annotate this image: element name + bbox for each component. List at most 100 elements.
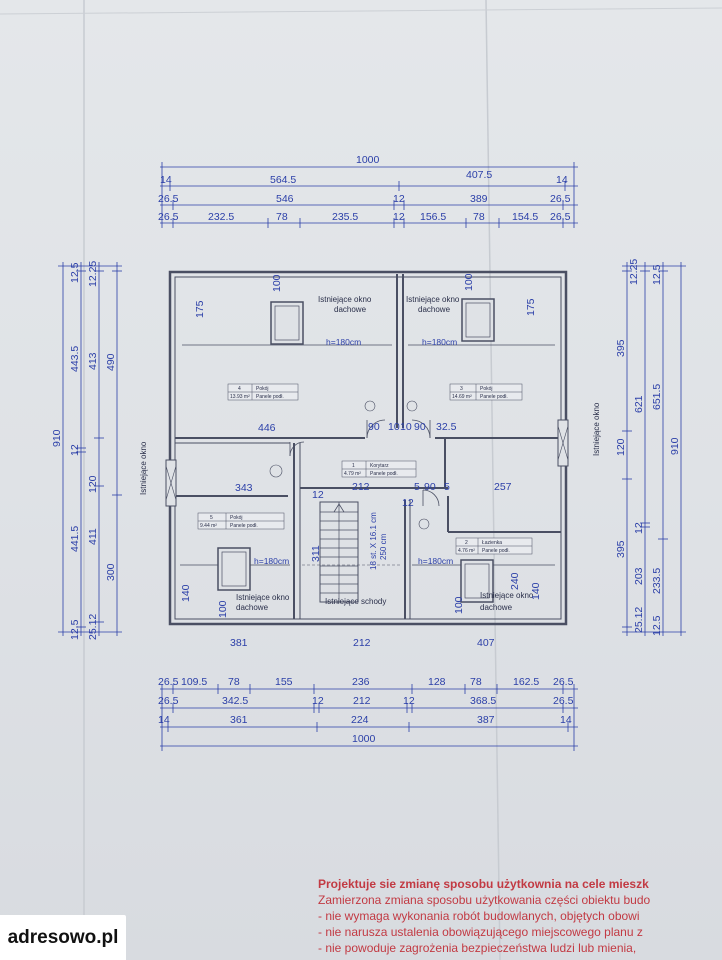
svg-text:2: 2 (465, 540, 468, 546)
svg-text:407: 407 (477, 637, 495, 649)
svg-text:232.5: 232.5 (208, 211, 234, 223)
svg-text:78: 78 (228, 676, 240, 688)
side-window-right (557, 419, 569, 467)
svg-text:78: 78 (470, 676, 482, 688)
svg-text:14: 14 (158, 714, 170, 726)
svg-text:413: 413 (87, 352, 99, 370)
svg-text:443.5: 443.5 (69, 346, 81, 372)
svg-text:12: 12 (69, 444, 81, 456)
svg-text:240: 240 (509, 572, 521, 590)
notes-line-2: - nie wymaga wykonania robót budowlanych… (318, 909, 640, 923)
paper-fold (485, 0, 501, 960)
svg-text:361: 361 (230, 714, 248, 726)
dim-top-row1: 14 564.5 407.5 14 (160, 169, 568, 186)
svg-text:407.5: 407.5 (466, 169, 492, 181)
svg-text:212: 212 (353, 695, 371, 707)
notes-heading: Projektuje sie zmianę sposobu użytkownia… (318, 877, 649, 891)
door-tags (269, 400, 430, 530)
dim-right-outer: 910 (669, 437, 681, 455)
svg-text:14: 14 (556, 174, 568, 186)
svg-text:h=180cm: h=180cm (326, 337, 361, 347)
svg-text:564.5: 564.5 (270, 174, 296, 186)
svg-text:212: 212 (352, 481, 370, 493)
svg-text:381: 381 (230, 637, 248, 649)
svg-text:387: 387 (477, 714, 495, 726)
svg-text:156.5: 156.5 (420, 211, 446, 223)
svg-text:25.12: 25.12 (87, 614, 99, 640)
skylight-tr-label-1: Istniejące okno (406, 295, 460, 304)
inner-dimensions: 175 100 100 175 h=180cm h=180cm h=180cm … (180, 273, 542, 649)
svg-text:12.25: 12.25 (87, 261, 99, 287)
svg-text:12.5: 12.5 (69, 262, 81, 283)
skylight-bl-label-2: dachowe (236, 603, 269, 612)
svg-text:446: 446 (258, 422, 276, 434)
svg-text:26.5: 26.5 (553, 695, 574, 707)
svg-text:300: 300 (105, 563, 117, 581)
svg-text:651.5: 651.5 (651, 384, 663, 410)
svg-text:14: 14 (560, 714, 572, 726)
svg-text:Panele podł.: Panele podł. (482, 548, 510, 554)
svg-text:Panele podł.: Panele podł. (230, 523, 258, 529)
side-window-right-label: Istniejące okno (592, 402, 601, 456)
svg-text:154.5: 154.5 (512, 211, 538, 223)
skylight-br-label-1: Istniejące okno (480, 591, 534, 600)
svg-text:90: 90 (414, 421, 426, 433)
svg-text:Łazienka: Łazienka (482, 540, 502, 546)
svg-text:235.5: 235.5 (332, 211, 358, 223)
svg-text:203: 203 (633, 567, 645, 585)
room-5: 5 Pokój 9.44 m² Panele podł. (200, 515, 258, 529)
skylight-tl-label-2: dachowe (334, 305, 367, 314)
svg-text:621: 621 (633, 395, 645, 413)
dim-bottom-row1: 26.5 109.5 78 155 236 128 78 162.5 26.5 (158, 676, 574, 688)
svg-text:26.5: 26.5 (550, 193, 571, 205)
left-dimension-lines (58, 262, 122, 636)
dim-top-row3: 26.5 232.5 78 235.5 12 156.5 78 154.5 26… (158, 211, 571, 223)
svg-text:h=180cm: h=180cm (418, 556, 453, 566)
svg-text:12.5: 12.5 (69, 619, 81, 640)
svg-text:Panele podł.: Panele podł. (370, 471, 398, 477)
svg-text:4.76 m²: 4.76 m² (458, 548, 475, 554)
room-2: 2 Łazienka 4.76 m² Panele podł. (458, 540, 510, 554)
svg-text:14: 14 (160, 174, 172, 186)
svg-text:140: 140 (530, 582, 542, 600)
svg-text:155: 155 (275, 676, 293, 688)
svg-text:26.5: 26.5 (158, 676, 179, 688)
svg-text:5: 5 (210, 515, 213, 521)
svg-text:100: 100 (463, 273, 475, 291)
svg-text:90: 90 (368, 421, 380, 433)
svg-text:343: 343 (235, 482, 253, 494)
svg-text:546: 546 (276, 193, 294, 205)
svg-text:5: 5 (444, 481, 450, 493)
skylight-bottom-left (217, 547, 251, 591)
svg-text:26.5: 26.5 (158, 211, 179, 223)
side-window-left-label: Istniejące okno (139, 441, 148, 495)
svg-text:395: 395 (615, 339, 627, 357)
notes-line-4: - nie powoduje zagrożenia bezpieczeństwa… (318, 941, 637, 955)
svg-text:140: 140 (180, 584, 192, 602)
skylight-top-left (270, 301, 304, 345)
svg-text:395: 395 (615, 540, 627, 558)
paper-fold (0, 7, 722, 15)
dim-right-row1: 12.25 395 120 395 25.12 (615, 259, 645, 633)
svg-text:236: 236 (352, 676, 370, 688)
svg-text:32.5: 32.5 (436, 421, 457, 433)
svg-text:389: 389 (470, 193, 488, 205)
svg-text:78: 78 (473, 211, 485, 223)
notes-line-1: Zamierzona zmiana sposobu użytkowania cz… (318, 893, 651, 907)
dim-left-row1: 12.5 443.5 12 441.5 12.5 (69, 262, 81, 640)
room-3: 3 Pokój 14.69 m² Panele podł. (452, 386, 508, 400)
svg-text:257: 257 (494, 481, 512, 493)
svg-text:109.5: 109.5 (181, 676, 207, 688)
svg-text:12: 12 (312, 489, 324, 501)
svg-text:12.25: 12.25 (628, 259, 640, 285)
svg-text:h=180cm: h=180cm (422, 337, 457, 347)
svg-text:12.5: 12.5 (651, 615, 663, 636)
svg-text:100: 100 (217, 600, 229, 618)
svg-text:224: 224 (351, 714, 369, 726)
svg-text:13.93 m²: 13.93 m² (230, 394, 250, 400)
svg-text:25.12: 25.12 (633, 607, 645, 633)
svg-text:12: 12 (393, 193, 405, 205)
svg-text:Panele podł.: Panele podł. (480, 394, 508, 400)
stairs-height: 250 cm (379, 533, 388, 560)
